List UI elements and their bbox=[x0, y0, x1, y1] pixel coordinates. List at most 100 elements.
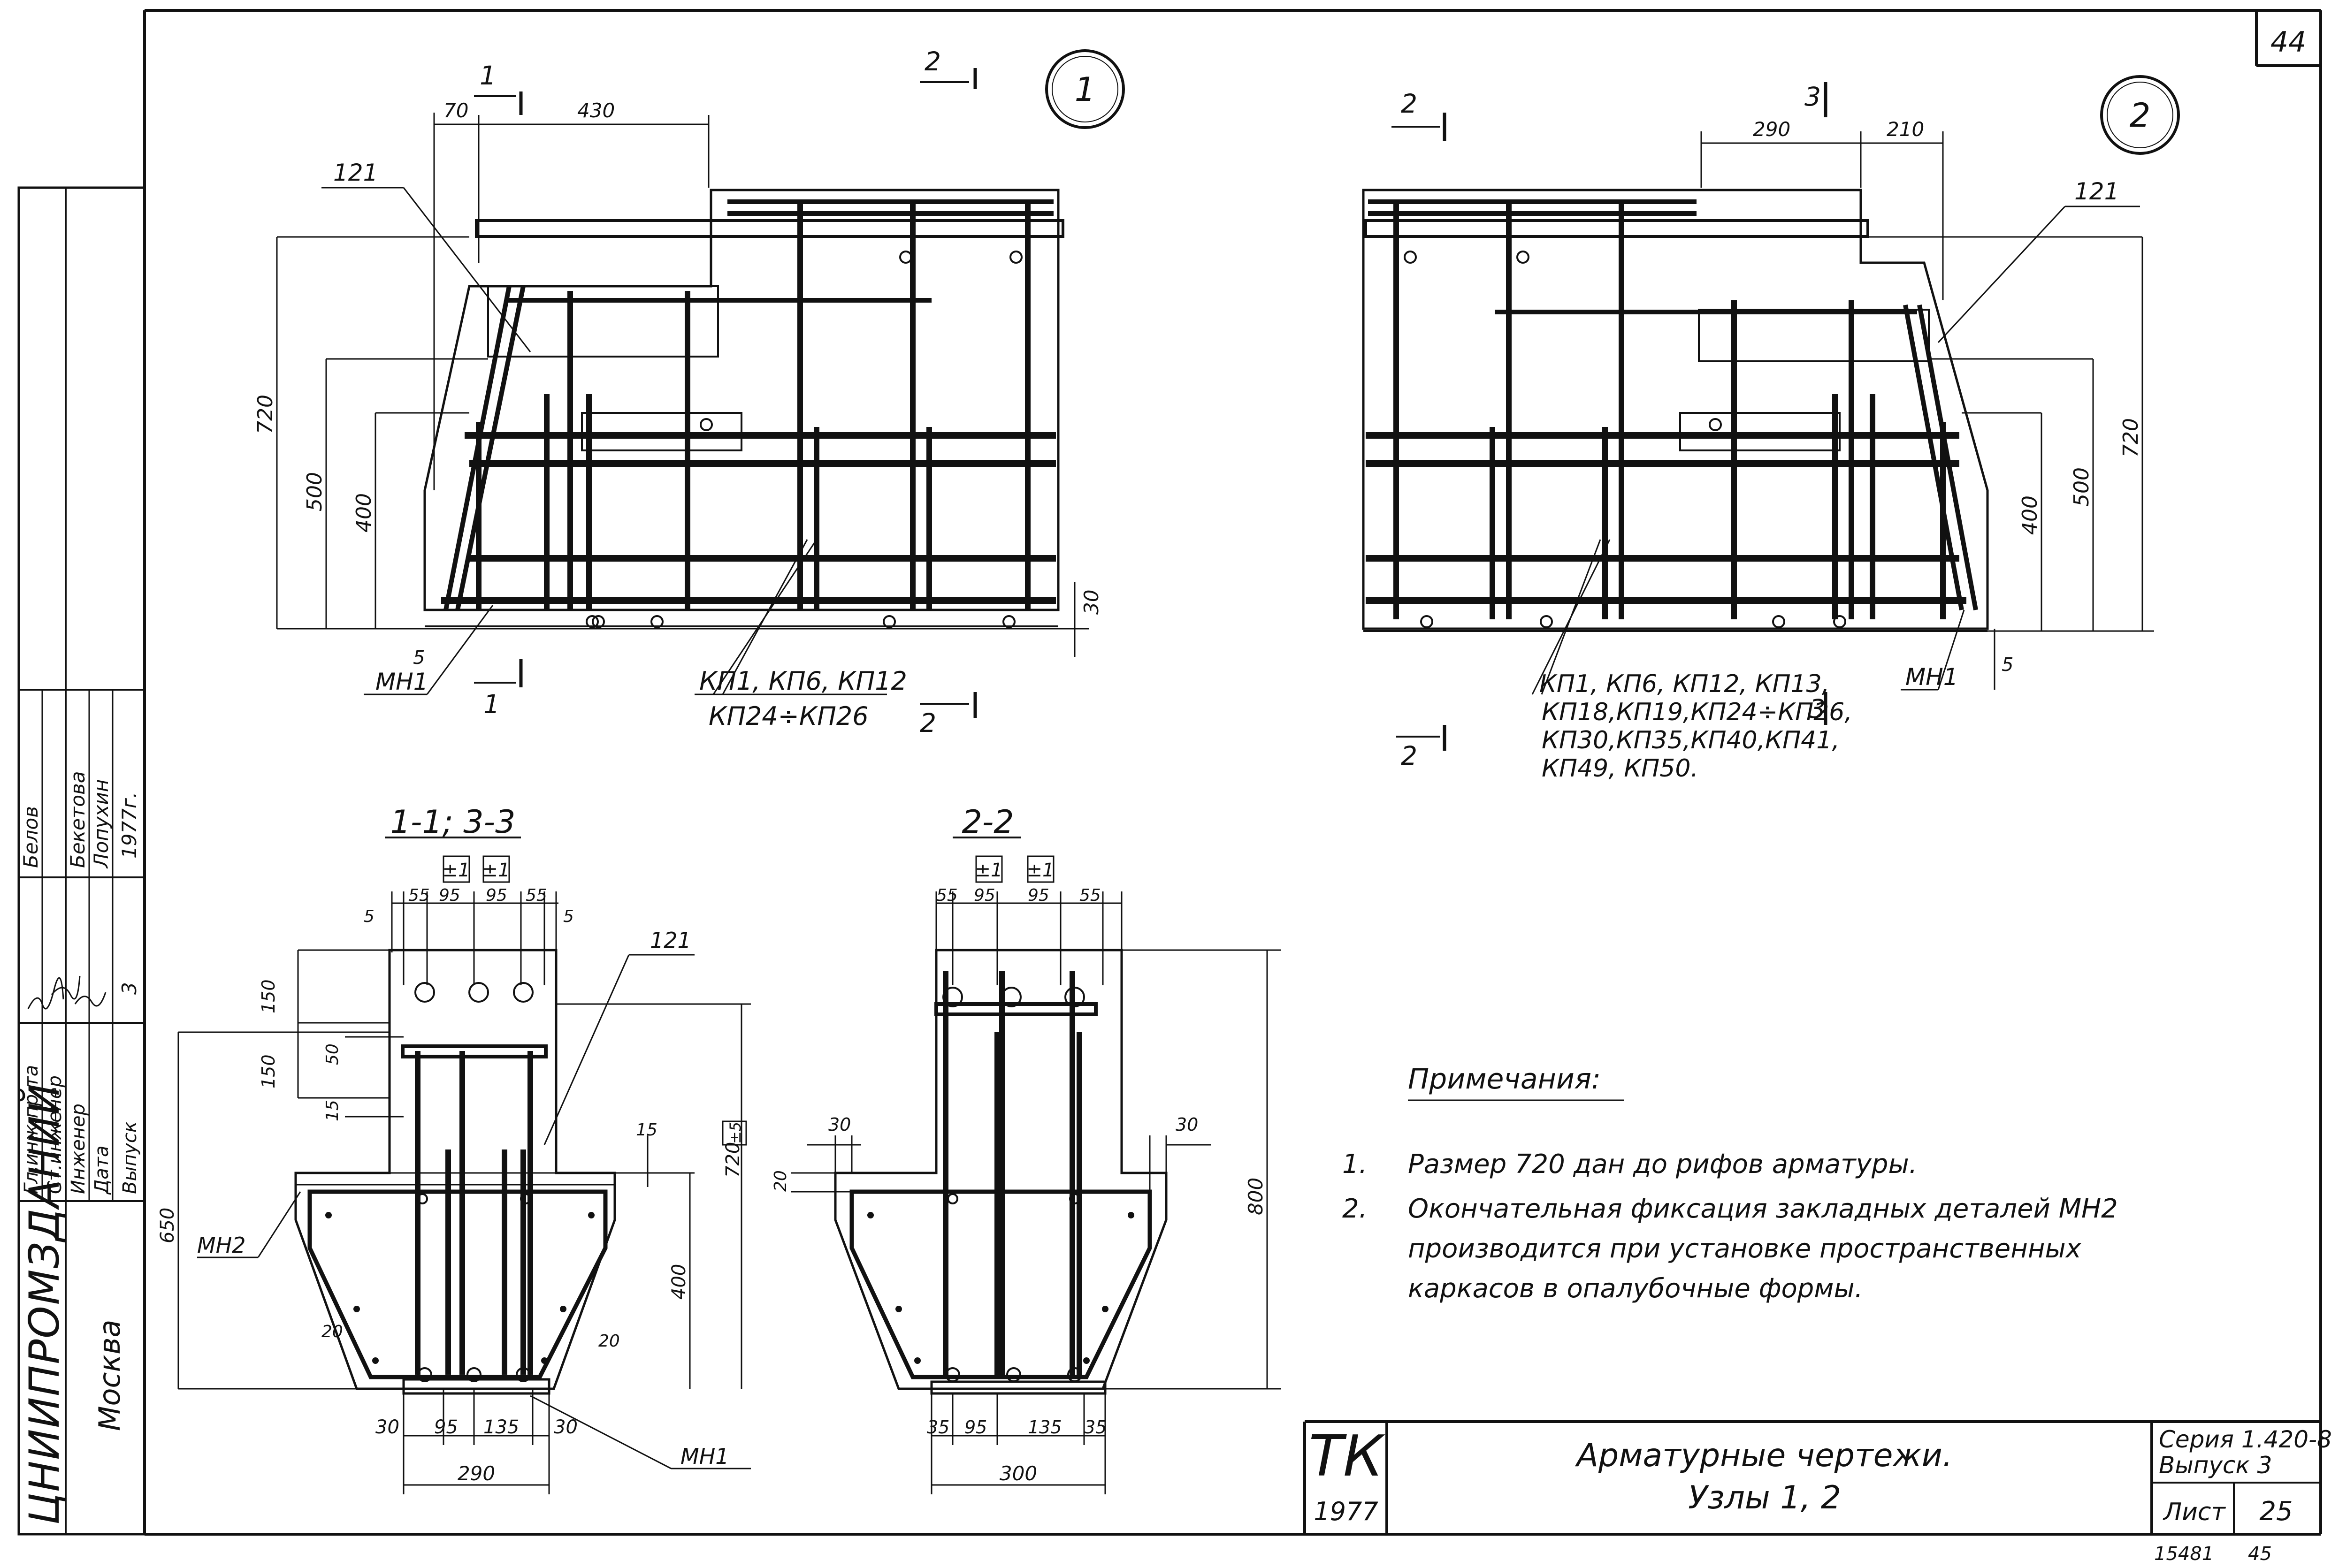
node-1-label: 1 bbox=[1075, 70, 1096, 109]
frames-list-node2-1: КП1, КП6, КП12, КП13, bbox=[1539, 670, 1829, 698]
tag-1: ±1 bbox=[443, 860, 470, 881]
dim-720: 720 bbox=[253, 395, 277, 434]
callout-mn1-s11: МН1 bbox=[680, 1444, 729, 1469]
dim-20a: 20 bbox=[321, 1322, 343, 1341]
dim-95a-s22: 95 bbox=[974, 886, 995, 905]
dim-210: 210 bbox=[1887, 118, 1924, 141]
dim-15b: 15 bbox=[636, 1120, 657, 1140]
signature-scribble bbox=[27, 975, 107, 1010]
dim-135-s22: 135 bbox=[1028, 1417, 1062, 1438]
stamp-role-2: Ст.инженер bbox=[44, 1075, 66, 1194]
dim-30a-s22: 30 bbox=[828, 1114, 851, 1135]
section-1-top: 1 bbox=[480, 61, 496, 91]
section-2-bottom-node2: 2 bbox=[1401, 741, 1417, 771]
title-block: ТК 1977 Арматурные чертежи. Узлы 1, 2 Се… bbox=[1303, 1420, 2332, 1565]
corner-sheet-number: 44 bbox=[2270, 26, 2306, 59]
section-1-1-3-3: 1-1; 3-3 ±1 ±1 55 95 95 55 5 5 150 150 5… bbox=[157, 804, 751, 1494]
dim-70: 70 bbox=[443, 99, 468, 122]
frames-list-node2-2: КП18,КП19,КП24÷КП26, bbox=[1542, 698, 1852, 726]
tag-720: ±5 bbox=[726, 1122, 744, 1144]
dim-5a: 5 bbox=[364, 907, 375, 926]
node-2-label: 2 bbox=[2130, 96, 2151, 135]
dim-35a: 35 bbox=[927, 1417, 949, 1438]
dim-30: 30 bbox=[1080, 590, 1103, 615]
stamp-name-2: Бекетова bbox=[66, 771, 89, 868]
section-2-top: 2 bbox=[925, 46, 941, 76]
title-year: 1977 bbox=[1314, 1497, 1378, 1526]
section-22-title: 2-2 bbox=[962, 804, 1014, 841]
note-2-line-1: Окончательная фиксация закладных деталей… bbox=[1408, 1194, 2118, 1224]
dim-290-s11: 290 bbox=[458, 1462, 495, 1485]
dim-15a: 15 bbox=[323, 1100, 342, 1121]
dim-720-node2: 720 bbox=[2119, 418, 2143, 457]
dim-95a: 95 bbox=[439, 886, 460, 905]
callout-121-node2: 121 bbox=[2074, 178, 2119, 205]
stamp-issue: 3 bbox=[118, 982, 141, 995]
callout-mn2: МН2 bbox=[197, 1233, 246, 1258]
stamp-role-4: Дата bbox=[91, 1145, 113, 1195]
dim-290: 290 bbox=[1753, 118, 1790, 141]
section-3-bottom: 3 bbox=[1809, 694, 1826, 724]
bottom-code: 15481 bbox=[2154, 1543, 2214, 1565]
dim-800: 800 bbox=[1244, 1178, 1267, 1215]
section-1-bottom: 1 bbox=[483, 689, 500, 719]
section-2-bottom: 2 bbox=[920, 708, 936, 738]
stamp-name-3: Лопухин bbox=[90, 779, 113, 869]
dim-135: 135 bbox=[483, 1416, 519, 1438]
tag-2: ±1 bbox=[482, 860, 510, 881]
issue-label: Выпуск 3 bbox=[2159, 1452, 2272, 1479]
dim-720-s11: 720 bbox=[722, 1142, 744, 1178]
dim-20-s22: 20 bbox=[771, 1170, 790, 1192]
note-1-text: Размер 720 дан до рифов арматуры. bbox=[1408, 1149, 1917, 1180]
callout-121-s11: 121 bbox=[650, 928, 691, 953]
stamp-role-5: Выпуск bbox=[119, 1121, 141, 1194]
title-code: ТК bbox=[1309, 1424, 1385, 1489]
title-line-2: Узлы 1, 2 bbox=[1688, 1479, 1841, 1516]
frames-list-node2-4: КП49, КП50. bbox=[1542, 754, 1698, 783]
dim-30a: 30 bbox=[375, 1416, 399, 1438]
dim-20b: 20 bbox=[598, 1332, 620, 1351]
dim-95c: 95 bbox=[434, 1416, 458, 1438]
stamp-name-1: Белов bbox=[19, 806, 42, 868]
dim-35b: 35 bbox=[1084, 1417, 1107, 1438]
callout-mn1: МН1 bbox=[375, 668, 428, 695]
dim-95b: 95 bbox=[486, 886, 507, 905]
dim-30b-s22: 30 bbox=[1176, 1114, 1198, 1135]
dim-55a-s22: 55 bbox=[936, 886, 958, 905]
stamp-role-3: Инженер bbox=[68, 1104, 89, 1194]
section-2-top-node2: 2 bbox=[1401, 89, 1417, 119]
slab-plate bbox=[475, 219, 1064, 238]
dim-500-node2: 500 bbox=[2070, 467, 2094, 507]
node-2-elevation: 2 2 3 3 2 290 210 720 500 400 5 121 МН1 … bbox=[1362, 75, 2180, 783]
note-2-line-2: производится при установке пространствен… bbox=[1408, 1233, 2082, 1264]
dim-400-node2: 400 bbox=[2018, 495, 2042, 535]
section-11-title: 1-1; 3-3 bbox=[390, 804, 516, 841]
notes-title: Примечания: bbox=[1408, 1063, 1601, 1096]
tag-1-s22: ±1 bbox=[975, 860, 1003, 881]
frames-list-2: КП24÷КП26 bbox=[709, 701, 869, 731]
node-2-circle bbox=[2100, 75, 2180, 155]
dim-500: 500 bbox=[303, 472, 327, 511]
frames-list-node2-3: КП30,КП35,КП40,КП41, bbox=[1542, 726, 1840, 754]
dim-150b: 150 bbox=[258, 1054, 279, 1088]
sheet-value: 25 bbox=[2259, 1496, 2293, 1527]
title-line-1: Арматурные чертежи. bbox=[1575, 1437, 1953, 1474]
bottom-number: 45 bbox=[2248, 1543, 2272, 1565]
stamp-city: Москва bbox=[92, 1320, 127, 1431]
callout-121: 121 bbox=[333, 159, 378, 186]
dim-55b: 55 bbox=[526, 886, 547, 905]
stamp-date: 1977г. bbox=[118, 792, 141, 859]
side-stamp: ЦНИИПРОМЗДАНИЙ Москва Гл.инж.пр-та Ст.ин… bbox=[17, 186, 146, 1536]
dim-300: 300 bbox=[1000, 1462, 1037, 1485]
stamp-role-1: Гл.инж.пр-та bbox=[21, 1065, 42, 1194]
dim-400-s11: 400 bbox=[668, 1264, 690, 1300]
dim-95b-s22: 95 bbox=[1028, 886, 1049, 905]
dim-650: 650 bbox=[157, 1208, 178, 1243]
tag-2-s22: ±1 bbox=[1027, 860, 1055, 881]
dim-55a: 55 bbox=[408, 886, 430, 905]
dim-400: 400 bbox=[352, 493, 376, 533]
dim-95c-s22: 95 bbox=[964, 1417, 987, 1438]
notes: Примечания: 1. Размер 720 дан до рифов а… bbox=[1342, 1063, 2118, 1304]
note-2-line-3: каркасов в опалубочные формы. bbox=[1408, 1273, 1863, 1304]
